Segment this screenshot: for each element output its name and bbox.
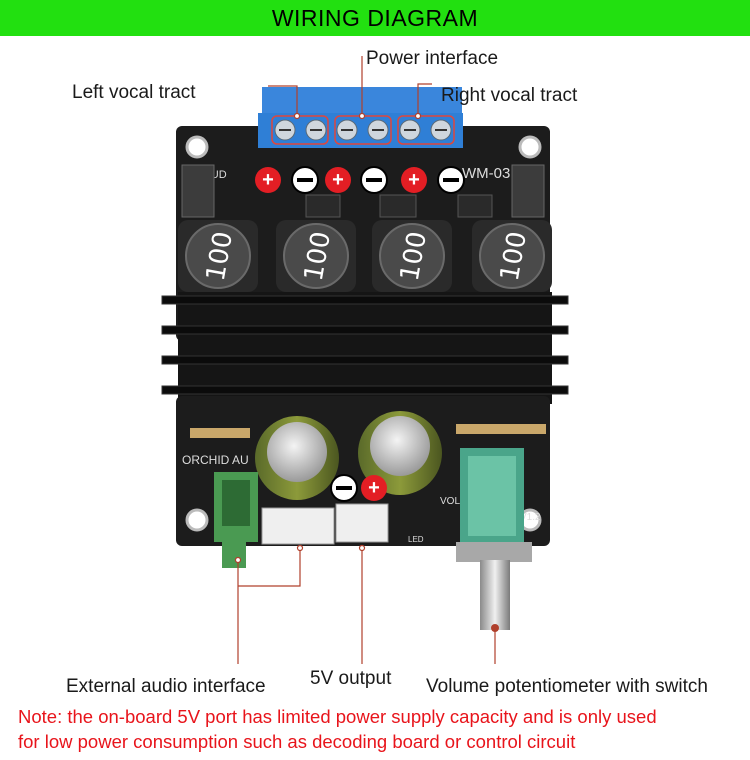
label-external-audio-interface: External audio interface bbox=[66, 676, 266, 697]
svg-text:V1.2: V1.2 bbox=[520, 512, 541, 523]
svg-text:WM-03: WM-03 bbox=[462, 165, 510, 182]
label-5v-output: 5V output bbox=[310, 668, 392, 689]
note-line-1: Note: the on-board 5V port has limited p… bbox=[18, 706, 657, 727]
svg-text:LED: LED bbox=[408, 535, 424, 544]
svg-text:+: + bbox=[262, 169, 274, 191]
svg-text:ORCHID AU: ORCHID AU bbox=[182, 453, 249, 467]
note-line-2: for low power consumption such as decodi… bbox=[18, 731, 576, 752]
svg-text:+: + bbox=[368, 477, 380, 499]
capacitors bbox=[255, 411, 442, 500]
polarity-markers-top: + + + bbox=[255, 166, 465, 194]
power-inductors: 100 100 100 100 bbox=[178, 220, 552, 292]
svg-text:+: + bbox=[332, 169, 344, 191]
label-right-vocal-tract: Right vocal tract bbox=[441, 85, 578, 106]
label-volume-potentiometer: Volume potentiometer with switch bbox=[426, 676, 708, 697]
connectors bbox=[261, 503, 389, 545]
heatsink bbox=[161, 292, 569, 404]
leader-lines bbox=[234, 56, 496, 664]
svg-text:+: + bbox=[408, 169, 420, 191]
banner-title: WIRING DIAGRAM bbox=[271, 4, 479, 31]
label-power-interface: Power interface bbox=[366, 48, 499, 69]
audio-jack bbox=[214, 472, 258, 568]
potentiometer bbox=[456, 448, 532, 632]
label-left-vocal-tract: Left vocal tract bbox=[72, 82, 196, 103]
title-banner: WIRING DIAGRAM bbox=[0, 0, 750, 36]
svg-text:VOL: VOL bbox=[440, 496, 460, 507]
